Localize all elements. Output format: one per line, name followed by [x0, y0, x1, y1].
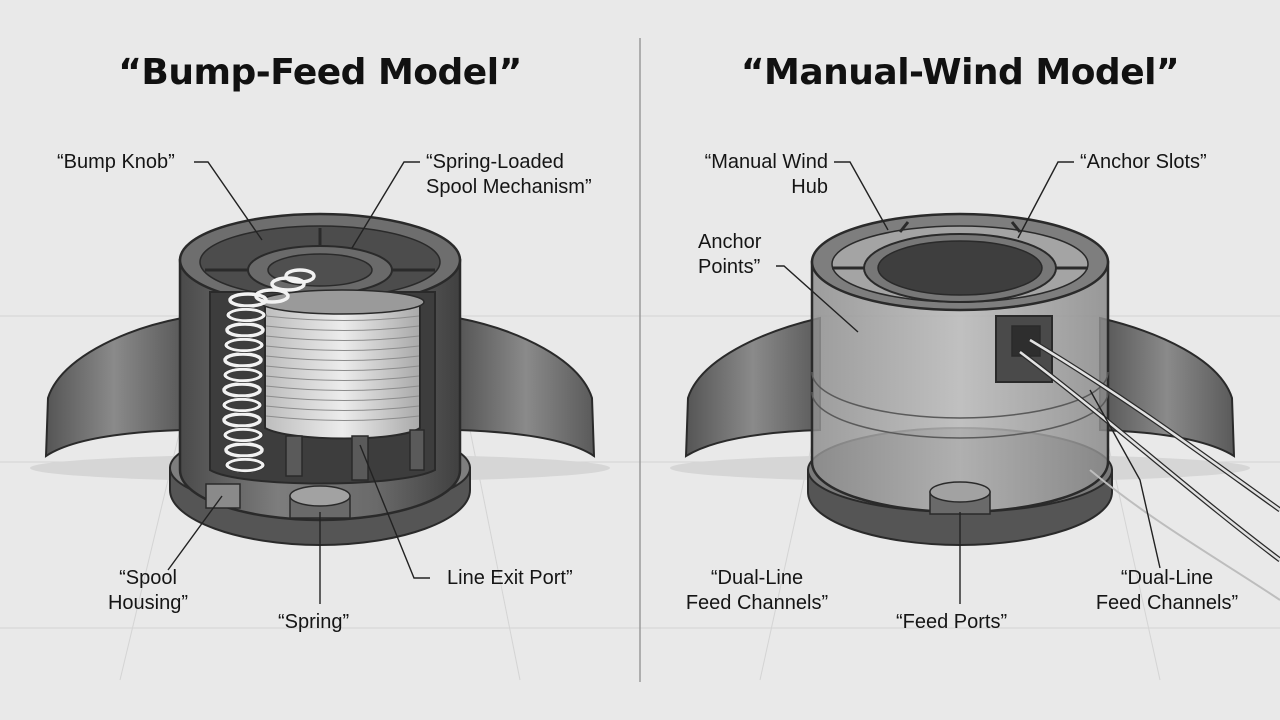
line-exit-port-label: Line Exit Port” [447, 567, 573, 589]
left-leader-lines [167, 161, 430, 604]
anchor-points-label: Anchor Points” [698, 231, 762, 278]
trimmer-lines [1018, 337, 1280, 601]
feed-ports-label: “Feed Ports” [896, 611, 1008, 633]
anchor-slots-label: “Anchor Slots” [1080, 151, 1207, 173]
right-wing [457, 316, 596, 458]
spring-coil [222, 268, 316, 473]
spring-loaded-spool-label: “Spring-Loaded Spool Mechanism” [426, 151, 592, 198]
manual-wind-hub-label: “Manual Wind Hub [704, 151, 828, 198]
spool-housing-label: “Spool Housing” [107, 567, 189, 614]
manual-wind-head-illustration [670, 212, 1280, 601]
left-wing [684, 316, 821, 458]
right-wing [1099, 316, 1236, 458]
bump-knob-label: “Bump Knob” [57, 151, 175, 173]
bump-knob-button [289, 485, 351, 519]
bump-feed-model-title: “Bump-Feed Model” [118, 52, 522, 93]
feed-port-button [929, 481, 991, 515]
dual-line-feed-channels-left-label: “Dual-Line Feed Channels” [685, 567, 829, 614]
spool-housing-part [205, 483, 241, 509]
right-leader-lines [776, 161, 1161, 604]
manual-wind-model-title: “Manual-Wind Model” [740, 52, 1180, 93]
bump-feed-head-illustration [30, 212, 610, 547]
left-wing [44, 316, 183, 458]
dual-line-feed-channels-right-label: “Dual-Line Feed Channels” [1095, 567, 1239, 614]
spring-label: “Spring” [278, 611, 350, 633]
